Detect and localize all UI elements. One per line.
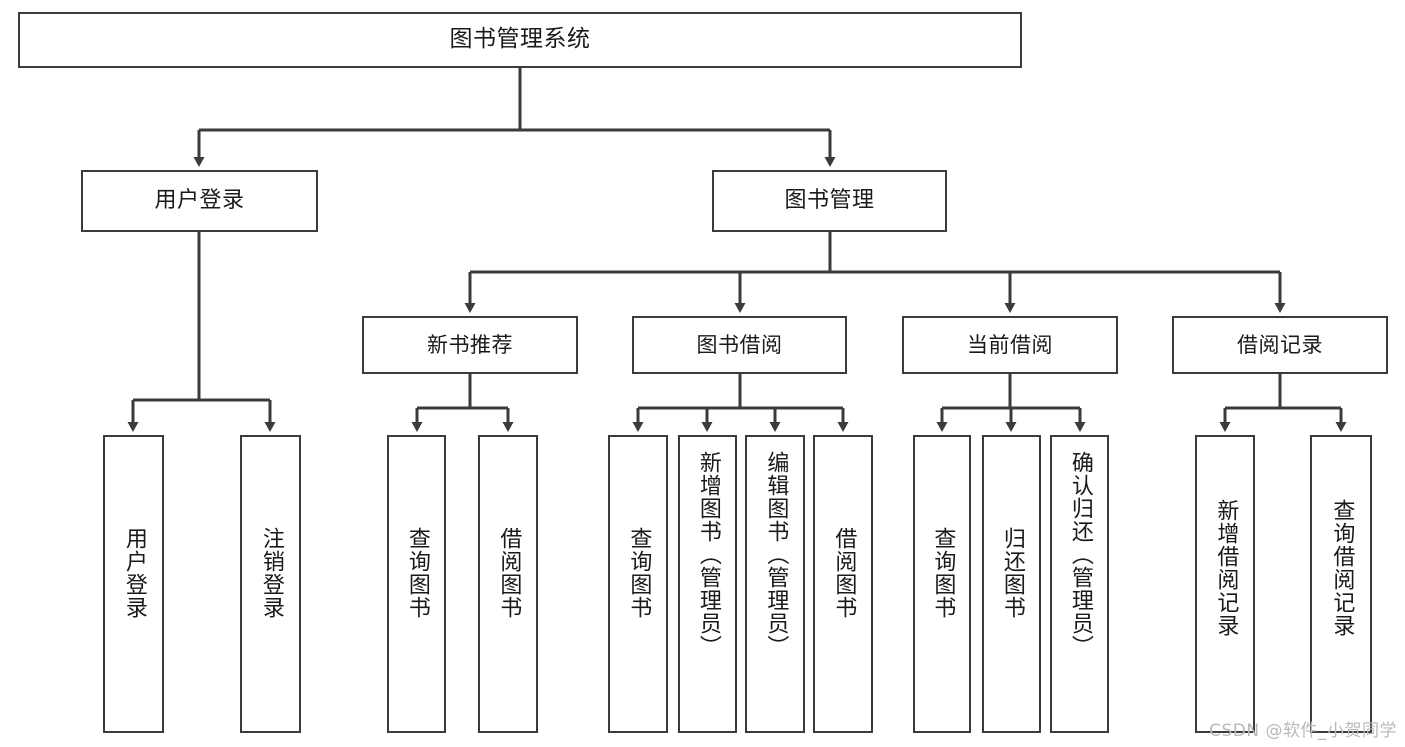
node-root[interactable]: 图书管理系统	[18, 12, 1022, 68]
node-leaf-user-login[interactable]: 用户登录	[103, 435, 164, 733]
node-current-borrow-label: 当前借阅	[967, 332, 1053, 357]
node-leaf-query-borrow-record[interactable]: 查询借阅记录	[1310, 435, 1372, 733]
node-leaf-user-logout[interactable]: 注销登录	[240, 435, 301, 733]
node-user-login-label: 用户登录	[154, 188, 245, 214]
node-leaf-query-borrow-record-label: 查询借阅记录	[1329, 499, 1355, 637]
node-leaf-user-login-label: 用户登录	[121, 527, 147, 619]
node-root-label: 图书管理系统	[449, 26, 591, 53]
node-leaf-add-book-admin-label: 新增图书（管理员）	[695, 451, 721, 658]
node-borrow-record-label: 借阅记录	[1237, 332, 1323, 357]
node-leaf-edit-book-admin[interactable]: 编辑图书（管理员）	[745, 435, 805, 733]
node-leaf-query-book-rec-label: 查询图书	[404, 527, 430, 619]
node-book-borrow[interactable]: 图书借阅	[632, 316, 847, 374]
node-leaf-return-book-label: 归还图书	[999, 527, 1025, 619]
node-leaf-borrow-book[interactable]: 借阅图书	[813, 435, 873, 733]
node-leaf-query-book-rec[interactable]: 查询图书	[387, 435, 446, 733]
node-leaf-add-borrow-record[interactable]: 新增借阅记录	[1195, 435, 1255, 733]
node-new-book-rec-label: 新书推荐	[427, 332, 513, 357]
node-current-borrow[interactable]: 当前借阅	[902, 316, 1118, 374]
node-leaf-add-book-admin[interactable]: 新增图书（管理员）	[678, 435, 737, 733]
node-leaf-borrow-book-label: 借阅图书	[831, 527, 857, 619]
node-leaf-add-borrow-record-label: 新增借阅记录	[1213, 499, 1239, 637]
node-new-book-rec[interactable]: 新书推荐	[362, 316, 578, 374]
node-book-borrow-label: 图书借阅	[696, 332, 783, 357]
node-leaf-confirm-return-admin[interactable]: 确认归还（管理员）	[1050, 435, 1109, 733]
node-leaf-query-book[interactable]: 查询图书	[608, 435, 668, 733]
node-borrow-record[interactable]: 借阅记录	[1172, 316, 1388, 374]
node-book-manage-label: 图书管理	[784, 188, 875, 214]
node-book-manage[interactable]: 图书管理	[712, 170, 947, 232]
node-leaf-edit-book-admin-label: 编辑图书（管理员）	[763, 451, 789, 658]
node-leaf-borrow-book-rec-label: 借阅图书	[496, 527, 522, 619]
node-leaf-query-book-cur[interactable]: 查询图书	[913, 435, 971, 733]
watermark: CSDN @软件_小贺同学	[1209, 721, 1397, 741]
node-leaf-return-book[interactable]: 归还图书	[982, 435, 1041, 733]
node-leaf-borrow-book-rec[interactable]: 借阅图书	[478, 435, 538, 733]
node-leaf-user-logout-label: 注销登录	[258, 527, 284, 619]
node-leaf-query-book-label: 查询图书	[626, 527, 652, 619]
node-leaf-confirm-return-admin-label: 确认归还（管理员）	[1067, 451, 1093, 658]
node-user-login[interactable]: 用户登录	[81, 170, 318, 232]
node-leaf-query-book-cur-label: 查询图书	[930, 527, 956, 619]
